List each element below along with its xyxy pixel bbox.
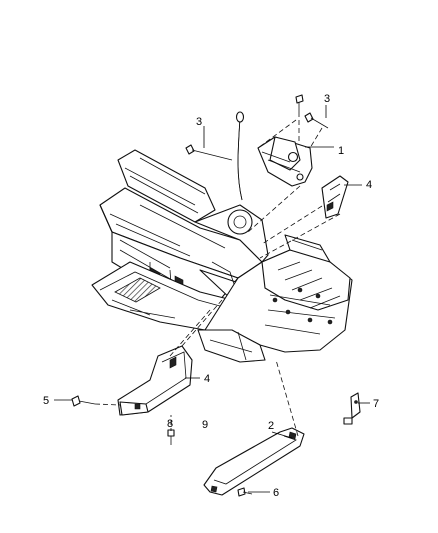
callout-3-top: 3 [324, 93, 330, 105]
engine-block-icon [91, 149, 269, 331]
crossmember-bracket-icon [203, 427, 305, 496]
callout-4-upper: 4 [366, 179, 372, 191]
callout-8: 8 [167, 418, 173, 430]
callout-9: 9 [202, 419, 208, 431]
dipstick-tube-icon [235, 111, 245, 201]
callout-7: 7 [373, 398, 379, 410]
leader-lines [54, 105, 370, 493]
callout-4-lower: 4 [204, 373, 210, 385]
transmission-housing-icon [197, 234, 353, 363]
callout-5: 5 [43, 395, 49, 407]
callout-3-left: 3 [196, 116, 202, 128]
assembly-dash-lines [94, 112, 341, 437]
bolt-icon [71, 94, 329, 497]
upper-mount-bracket-icon [257, 136, 313, 187]
callout-1: 1 [338, 145, 344, 157]
callout-6: 6 [273, 487, 279, 499]
mount-bracket-icon [321, 175, 349, 219]
callout-2: 2 [268, 420, 274, 432]
lower-mount-bracket-icon [117, 345, 193, 416]
small-bracket-icon [343, 392, 361, 425]
